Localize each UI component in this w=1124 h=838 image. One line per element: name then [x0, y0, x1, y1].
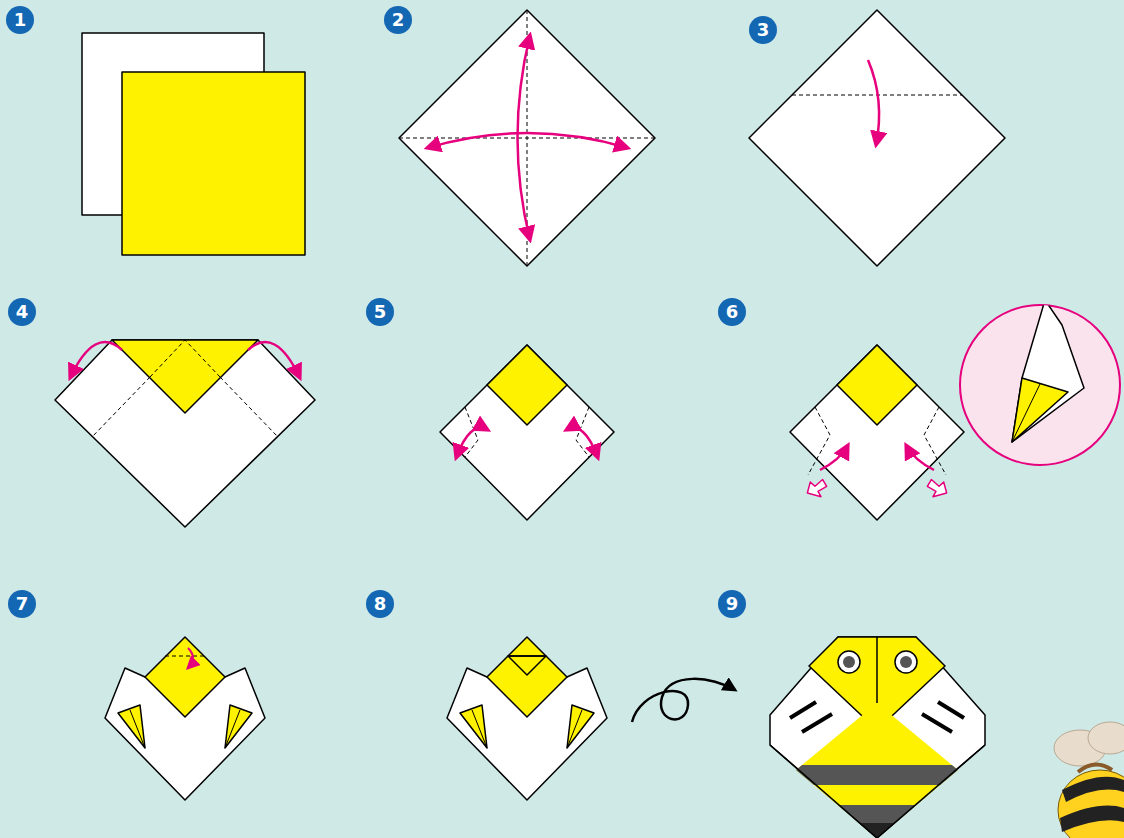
step-number: 8	[366, 590, 394, 618]
step-number: 3	[749, 16, 777, 44]
step4-shape	[55, 340, 315, 527]
step8-shape	[447, 637, 607, 800]
step-number: 5	[366, 298, 394, 326]
step3-diamond	[749, 10, 1005, 266]
step-number: 1	[6, 6, 34, 34]
step6-shape	[790, 300, 1120, 520]
paper-squares	[82, 33, 305, 255]
step-number: 6	[718, 298, 746, 326]
step-number: 7	[8, 590, 36, 618]
step2-diamond	[399, 10, 655, 266]
step5-shape	[440, 345, 614, 520]
step7-shape	[105, 637, 265, 800]
turn-over-arrow	[632, 679, 735, 722]
step-number: 9	[718, 590, 746, 618]
finished-bee	[770, 637, 985, 838]
step-number: 2	[384, 6, 412, 34]
step-number: 4	[8, 298, 36, 326]
cartoon-bee	[1054, 722, 1124, 838]
